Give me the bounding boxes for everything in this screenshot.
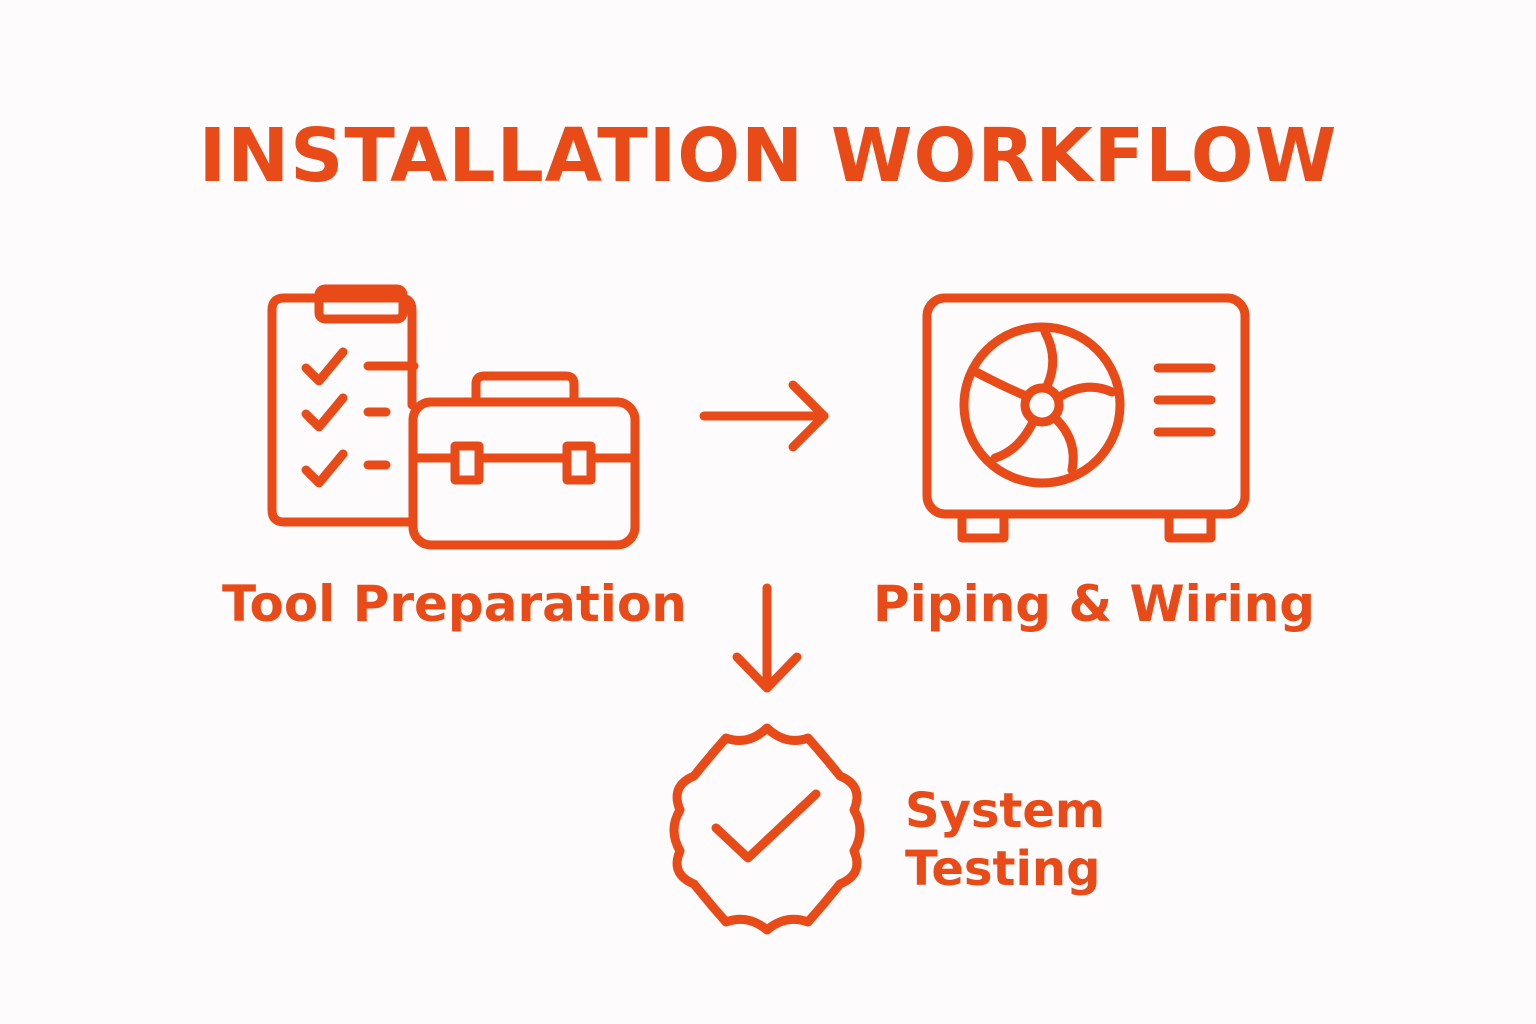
clipboard-icon xyxy=(267,284,419,527)
step-label-line: Testing xyxy=(905,841,1101,897)
ac-outdoor-unit-icon xyxy=(922,293,1250,543)
check-badge-icon xyxy=(669,723,865,935)
diagram-title: INSTALLATION WORKFLOW xyxy=(198,113,1338,199)
toolbox-icon xyxy=(408,371,640,550)
step-label-piping-wiring: Piping & Wiring xyxy=(873,575,1315,633)
step-label-tool-preparation: Tool Preparation xyxy=(222,575,687,633)
step-label-line: System xyxy=(905,783,1105,839)
clipboard-toolbox-icon xyxy=(267,284,640,550)
arrow-down-icon xyxy=(732,583,802,693)
arrow-right-icon xyxy=(699,380,829,452)
step-label-system-testing: System Testing xyxy=(905,782,1105,898)
